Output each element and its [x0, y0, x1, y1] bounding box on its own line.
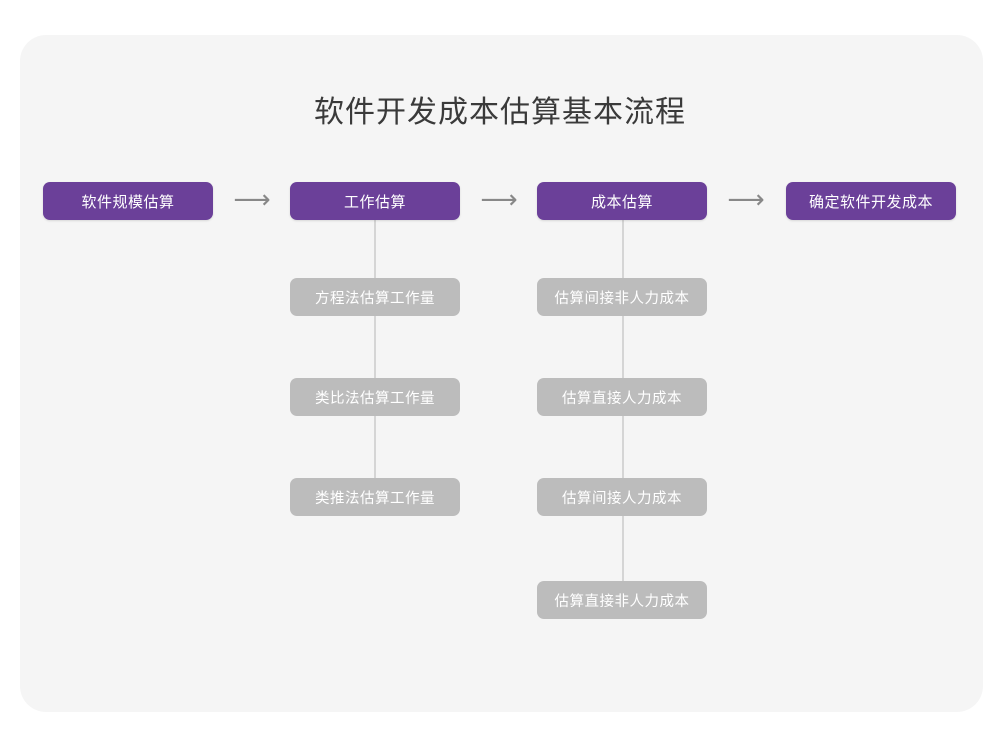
- node-label: 类推法估算工作量: [315, 490, 435, 507]
- node-label: 确定软件开发成本: [808, 192, 933, 211]
- node-work-estimation[interactable]: 工作估算: [290, 182, 460, 220]
- flow-arrow-3-icon: ⟶: [727, 185, 765, 215]
- node-indirect-nonlabor-cost[interactable]: 估算间接非人力成本: [537, 278, 707, 316]
- node-inference-method-workload[interactable]: 类推法估算工作量: [290, 478, 460, 516]
- flow-arrow-1-icon: ⟶: [233, 185, 271, 215]
- node-analogy-method-workload[interactable]: 类比法估算工作量: [290, 378, 460, 416]
- node-cost-estimation[interactable]: 成本估算: [537, 182, 707, 220]
- node-label: 软件规模估算: [81, 192, 175, 211]
- node-label: 估算直接非人力成本: [554, 593, 690, 610]
- node-label: 类比法估算工作量: [315, 390, 435, 407]
- page-title: 软件开发成本估算基本流程: [314, 95, 686, 130]
- node-direct-nonlabor-cost[interactable]: 估算直接非人力成本: [537, 581, 707, 619]
- node-indirect-labor-cost[interactable]: 估算间接人力成本: [537, 478, 707, 516]
- node-equation-method-workload[interactable]: 方程法估算工作量: [290, 278, 460, 316]
- node-label: 估算间接非人力成本: [554, 290, 690, 307]
- node-label: 方程法估算工作量: [315, 290, 435, 307]
- node-direct-labor-cost[interactable]: 估算直接人力成本: [537, 378, 707, 416]
- node-label: 估算间接人力成本: [562, 490, 682, 507]
- node-software-scale-estimation[interactable]: 软件规模估算: [43, 182, 213, 220]
- connector-line-work: [374, 210, 376, 515]
- node-label: 估算直接人力成本: [562, 390, 682, 407]
- node-determine-development-cost[interactable]: 确定软件开发成本: [786, 182, 956, 220]
- node-label: 成本估算: [590, 192, 653, 211]
- diagram-card: [20, 35, 983, 712]
- flow-arrow-2-icon: ⟶: [480, 185, 518, 215]
- node-label: 工作估算: [343, 192, 406, 211]
